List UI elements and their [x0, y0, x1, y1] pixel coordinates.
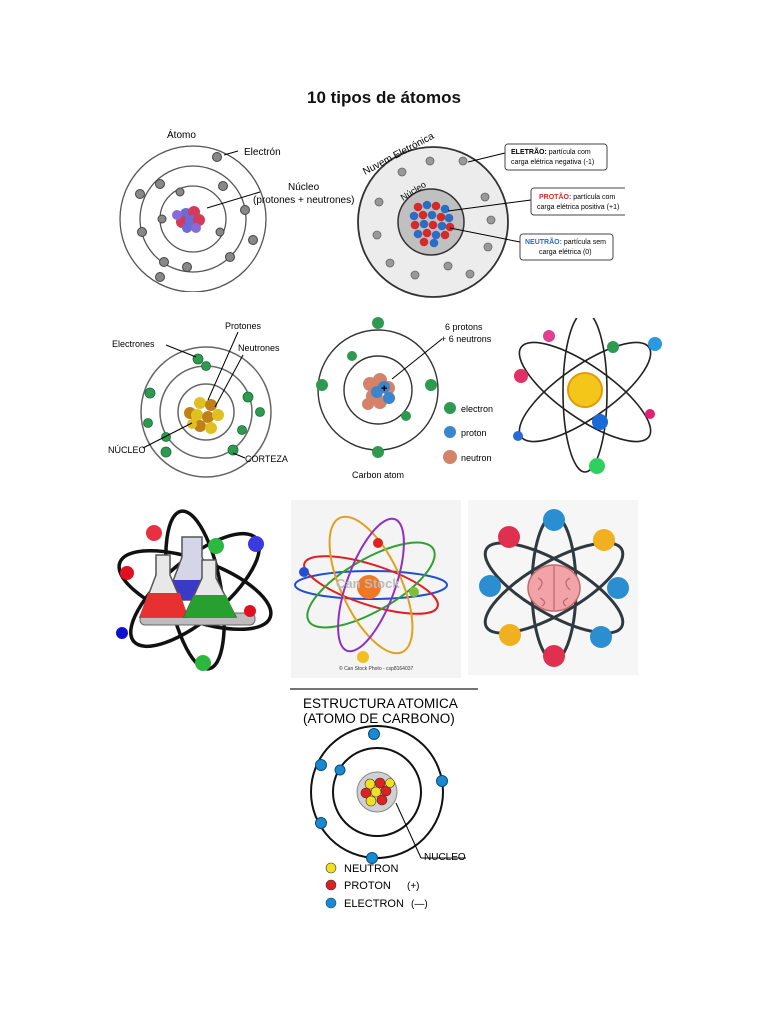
- cortex-label: CORTEZA: [245, 454, 288, 464]
- svg-text:ELETRÃO: partícula com: ELETRÃO: partícula com: [511, 147, 591, 156]
- stock-atom-illustration: Can Stock © Can Stock Photo - csp8164037: [291, 500, 461, 678]
- electron: [543, 330, 555, 342]
- nucleus: [357, 575, 381, 599]
- protons-count-label: 6 protons: [445, 322, 483, 332]
- electron: [357, 651, 369, 663]
- electron-sign: (—): [411, 899, 428, 910]
- atom-label: Átomo: [167, 128, 196, 141]
- protones-atom-diagram: Electrones Protones Neutrones NÚCLEO COR…: [108, 321, 288, 478]
- protons-label: Protones: [225, 321, 262, 331]
- legend-neutron: neutron: [461, 453, 492, 463]
- electron: [589, 458, 605, 474]
- electron: [248, 536, 264, 552]
- middle-orbit: [139, 165, 247, 273]
- cloud-electrons: [372, 156, 496, 280]
- neutrons-count-label: + 6 neutrons: [441, 334, 492, 344]
- nucleus: [360, 777, 395, 807]
- proton-text-1: partícula com: [571, 194, 615, 201]
- electron-text-2: carga elétrica negativa (-1): [511, 159, 594, 166]
- carbon-structure-diagram: ESTRUCTURA ATOMICA (ATOMO DE CARBONO) NU…: [290, 688, 478, 910]
- colorful-atom-illustration: [513, 318, 662, 474]
- legend-neutron: NEUTRON: [344, 863, 398, 875]
- legend-electron-swatch: [444, 402, 456, 414]
- electron: [648, 337, 662, 351]
- flask-atom-illustration: [116, 509, 273, 671]
- nucleus-sub-label: (protones + neutrones): [253, 195, 354, 206]
- electron: [590, 626, 612, 648]
- neutrons-label: Neutrones: [238, 343, 280, 353]
- electron: [244, 605, 256, 617]
- electron: [208, 538, 224, 554]
- legend-electron: electron: [461, 404, 493, 414]
- proton-sign: (+): [407, 881, 420, 892]
- electron: [645, 409, 655, 419]
- electron: [120, 566, 134, 580]
- svg-text:PROTÃO: partícula com: PROTÃO: partícula com: [539, 192, 615, 201]
- svg-text:+: +: [381, 383, 387, 395]
- nucleus-particles: [409, 200, 455, 248]
- electron-text-1: partícula com: [547, 149, 591, 156]
- electron: [592, 414, 608, 430]
- electron: [195, 655, 211, 671]
- electron: [543, 645, 565, 667]
- electron-cloud-diagram: Nuvem Eletrónica Núcleo ELETRÃO: partícu…: [357, 131, 625, 298]
- legend-proton: proton: [461, 428, 487, 438]
- outer-orbit: [119, 145, 267, 292]
- proton-key: PROTÃO:: [539, 192, 571, 201]
- bohr-atom-diagram: Átomo Electrón Núcleo (protones + neutro…: [119, 128, 354, 292]
- structure-title-2: (ATOMO DE CARBONO): [303, 711, 455, 726]
- electron: [514, 369, 528, 383]
- carbon-atom-diagram: + 6 protons + 6 neutrons electron proton…: [316, 317, 493, 480]
- nucleus: [172, 206, 205, 233]
- electron: [479, 575, 501, 597]
- electron: [146, 525, 162, 541]
- electrons: [135, 152, 258, 282]
- watermark-text: Can Stock: [336, 576, 400, 591]
- electron: [373, 538, 383, 548]
- legend-electron: ELECTRON: [344, 898, 404, 910]
- nucleus: +: [362, 373, 395, 410]
- nucleus: [184, 397, 224, 434]
- legend-proton-swatch: [325, 879, 337, 891]
- electrons: [316, 317, 437, 458]
- electron: [499, 624, 521, 646]
- page-title: 10 tipos de átomos: [307, 88, 461, 107]
- electron: [498, 526, 520, 548]
- nucleus-label: NÚCLEO: [108, 445, 146, 455]
- electron-callout: [504, 143, 608, 171]
- electron: [607, 577, 629, 599]
- structure-title-1: ESTRUCTURA ATOMICA: [303, 696, 458, 711]
- electron: [543, 509, 565, 531]
- neutron-text-1: partícula sem: [562, 239, 606, 246]
- legend-proton: PROTON: [344, 880, 391, 892]
- brain-atom-illustration: [468, 500, 638, 675]
- legend-neutron-swatch: [325, 862, 337, 874]
- svg-text:NEUTRÃO: partícula sem: NEUTRÃO: partícula sem: [525, 237, 606, 246]
- neutron-key: NEUTRÃO:: [525, 237, 562, 246]
- electron-key: ELETRÃO:: [511, 147, 547, 156]
- nucleus-label: NUCLEO: [424, 852, 466, 863]
- legend-proton-swatch: [444, 426, 456, 438]
- electron: [299, 567, 309, 577]
- neutron-text-2: carga elétrica (0): [539, 249, 592, 256]
- electron: [513, 431, 523, 441]
- electron: [593, 529, 615, 551]
- nucleus-label: Núcleo: [288, 182, 320, 193]
- electron: [116, 627, 128, 639]
- legend-electron-swatch: [325, 897, 337, 909]
- carbon-caption: Carbon atom: [352, 470, 404, 480]
- electron: [409, 587, 419, 597]
- stock-credit: © Can Stock Photo - csp8164037: [339, 665, 414, 672]
- electron: [607, 341, 619, 353]
- nucleus: [567, 372, 603, 408]
- electrons: [315, 728, 448, 864]
- flasks: [138, 536, 256, 626]
- proton-callout: [530, 187, 625, 216]
- legend-neutron-swatch: [443, 450, 457, 464]
- electron-label: Electrón: [244, 147, 281, 158]
- electrons-label: Electrones: [112, 339, 155, 349]
- neutron-callout: [519, 233, 614, 261]
- proton-text-2: carga elétrica positiva (+1): [537, 204, 619, 211]
